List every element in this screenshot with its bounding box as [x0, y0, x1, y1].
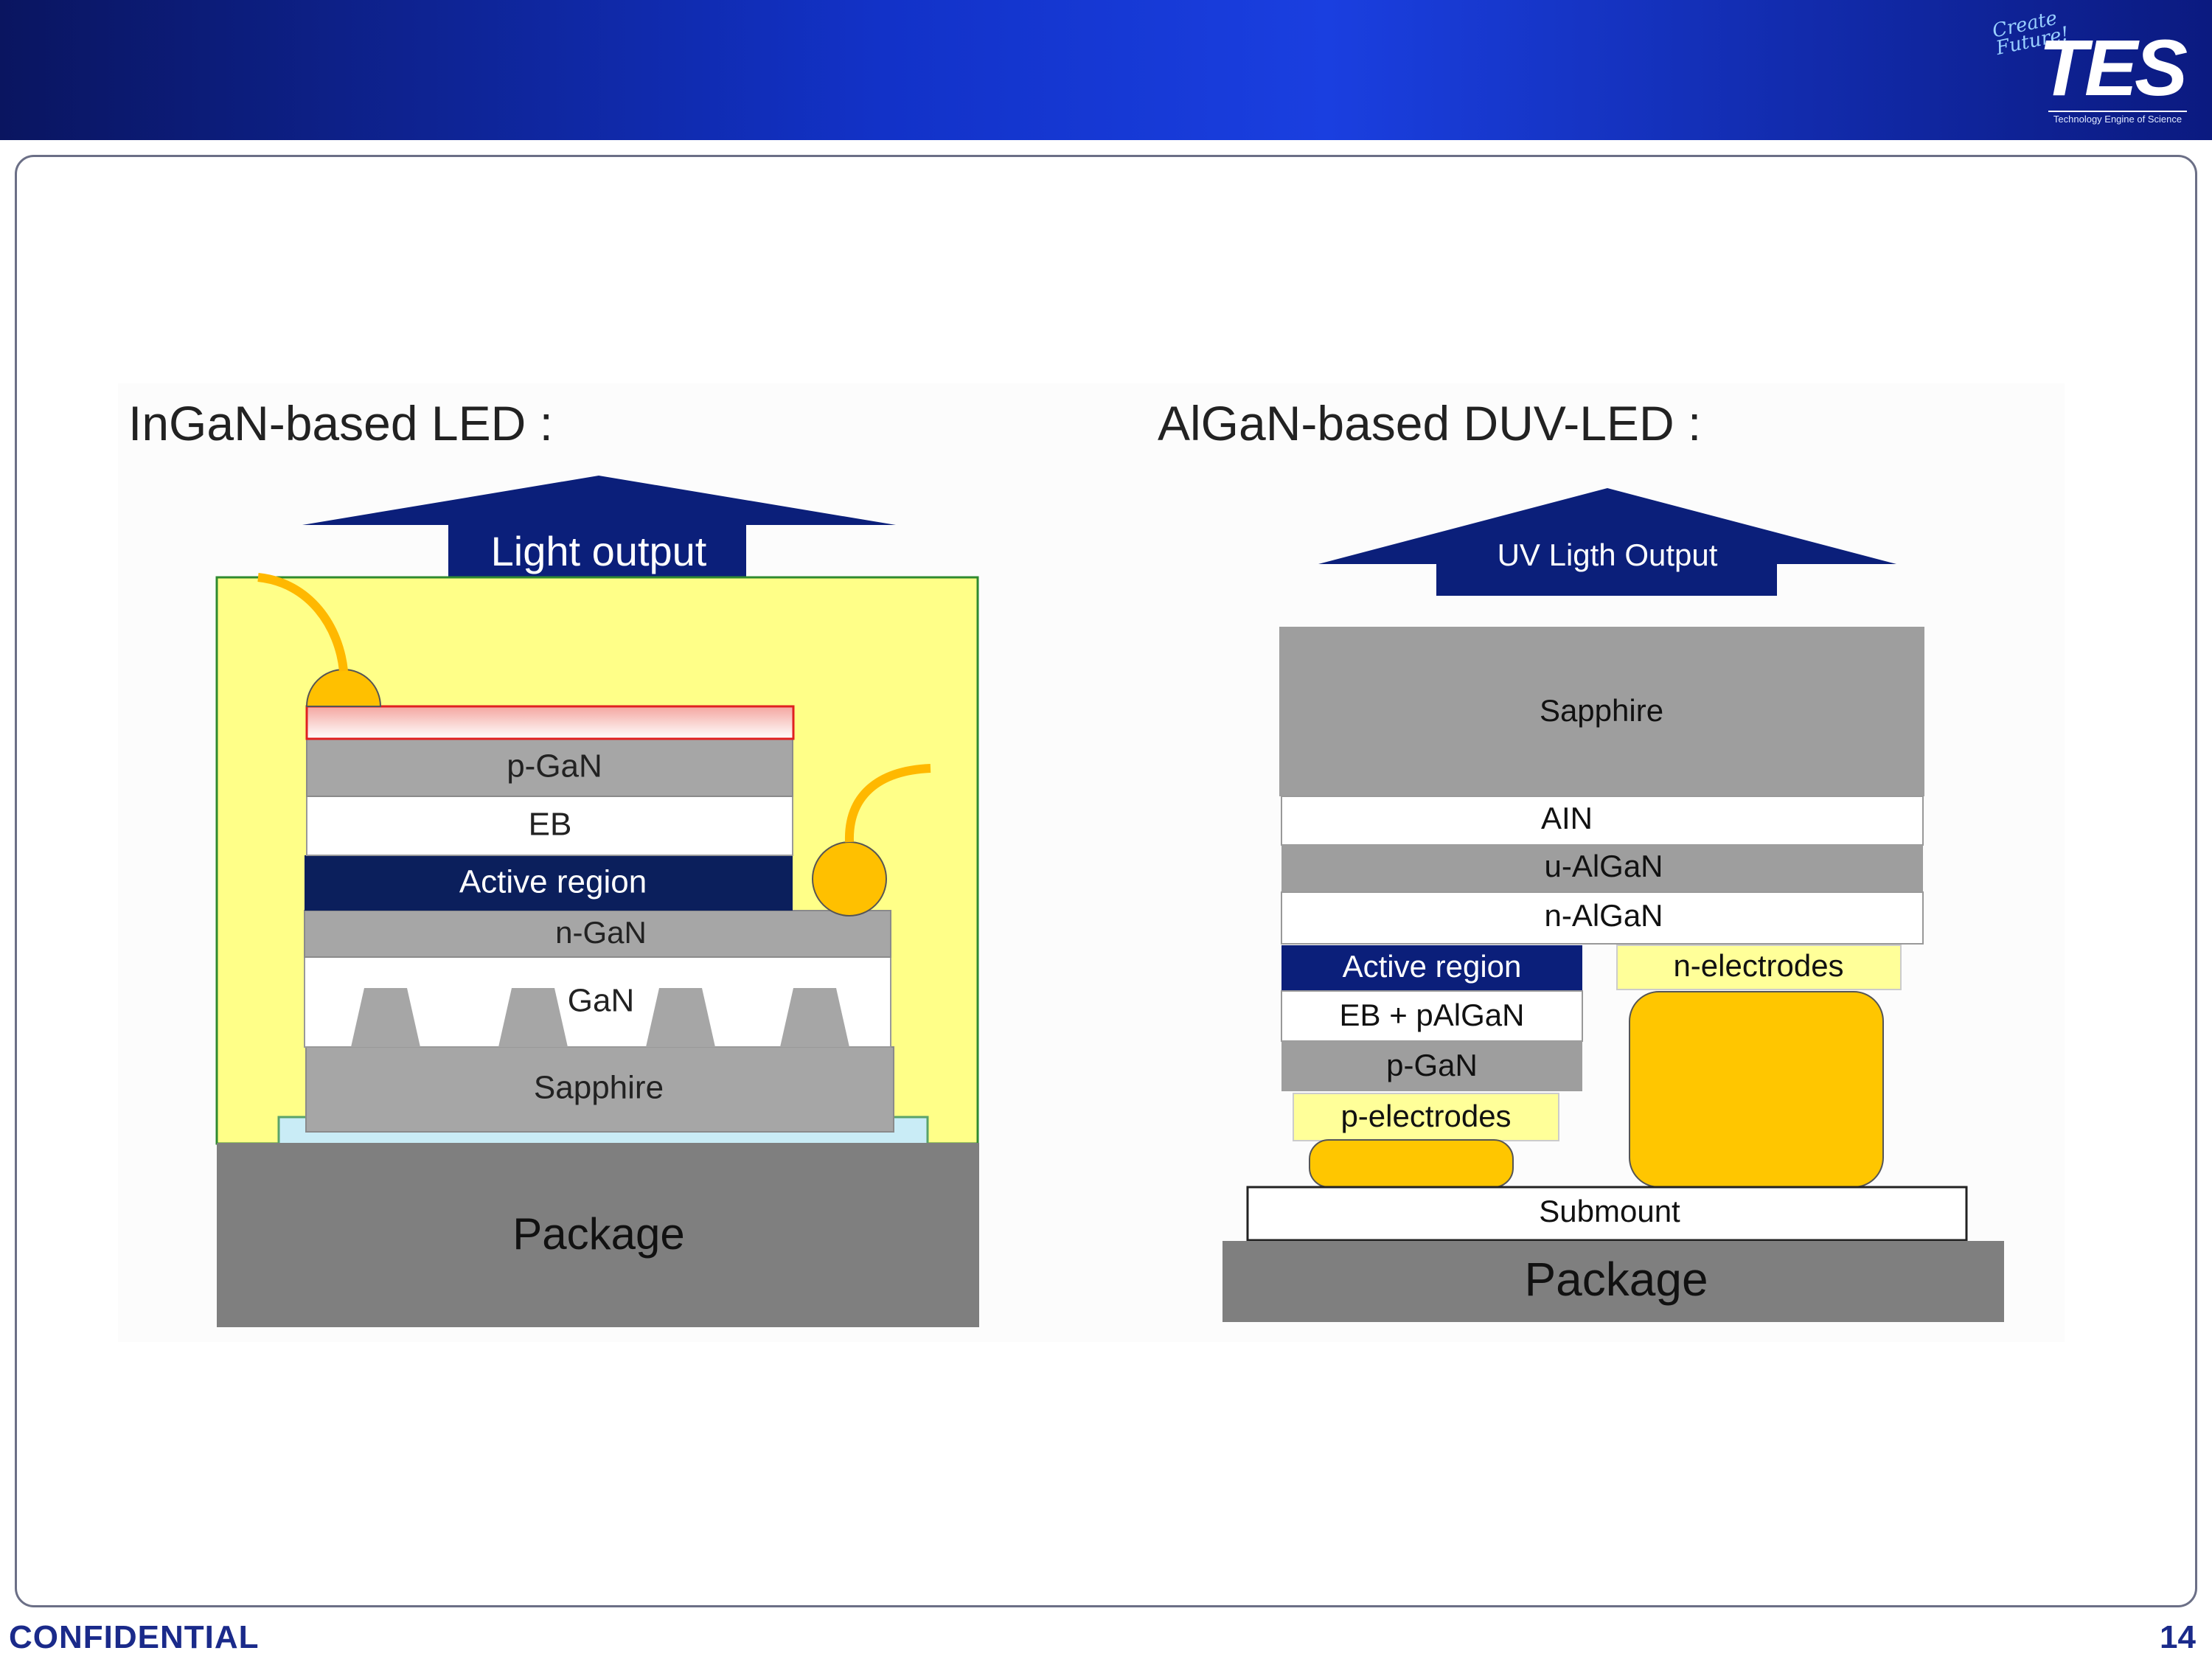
p-contact-layer [305, 705, 795, 740]
n-electrodes-label: n-electrodes [1673, 948, 1843, 983]
eb-palgan-layer [1281, 990, 1583, 1042]
eb-label: EB [529, 807, 572, 843]
package-label: Package [512, 1209, 685, 1259]
n-bond-wire [844, 764, 931, 843]
n-bump [1629, 991, 1884, 1188]
pss-bump [351, 988, 420, 1047]
submount-layer [1246, 1186, 1968, 1242]
sapphire-substrate [1279, 627, 1924, 796]
package-block [217, 1143, 979, 1327]
logo-tes: TES [2039, 23, 2188, 112]
active-region-duv [1281, 945, 1582, 991]
sapphire-layer [305, 1046, 894, 1133]
uv-output-label: UV Ligth Output [1498, 538, 1718, 572]
pss-bump [780, 988, 849, 1047]
p-gan-duv-label: p-GaN [1386, 1048, 1478, 1082]
right-diagram-title: AlGaN-based DUV-LED : [1158, 396, 1702, 451]
ingan-led-diagram: Light output Package Sapphire GaN n-GaN … [215, 476, 979, 1327]
sapphire-substrate-label: Sapphire [1540, 693, 1663, 728]
light-output-label: Light output [491, 528, 707, 574]
gan-label: GaN [568, 983, 634, 1019]
ain-label: AIN [1541, 801, 1593, 835]
eb-layer [306, 796, 793, 856]
n-algan-layer [1281, 891, 1924, 945]
eb-palgan-label: EB + pAlGaN [1340, 998, 1525, 1032]
pss-bump [646, 988, 715, 1047]
n-electrodes-layer [1616, 945, 1902, 990]
p-gan-layer [306, 738, 793, 797]
logo-tagline: Technology Engine of Science [2048, 111, 2187, 125]
uv-output-arrow [1318, 488, 1896, 596]
active-region-duv-label: Active region [1343, 949, 1522, 984]
active-region-label: Active region [459, 864, 647, 900]
sapphire-label: Sapphire [534, 1070, 664, 1106]
package-duv-label: Package [1524, 1253, 1708, 1306]
n-algan-label: n-AlGaN [1544, 898, 1663, 933]
p-bump [1309, 1139, 1514, 1188]
p-bond-wire [257, 573, 348, 672]
light-output-arrow [302, 476, 896, 577]
page-number: 14 [2160, 1619, 2196, 1655]
p-electrodes-layer [1293, 1093, 1559, 1141]
u-algan-layer [1281, 845, 1923, 892]
pss-bump [498, 988, 568, 1047]
left-diagram-title: InGaN-based LED : [128, 396, 553, 451]
confidential-label: CONFIDENTIAL [9, 1619, 260, 1655]
p-gan-label: p-GaN [507, 748, 602, 785]
p-electrodes-label: p-electrodes [1340, 1099, 1511, 1133]
algan-duv-led-diagram: UV Ligth Output Sapphire AIN u-AlGaN n-A… [1222, 488, 2004, 1322]
n-bond-pad [812, 841, 887, 917]
ain-layer [1281, 796, 1924, 846]
u-algan-label: u-AlGaN [1544, 849, 1663, 883]
package-duv-block [1222, 1241, 2004, 1322]
header-bar [0, 0, 2212, 140]
n-gan-layer [304, 910, 891, 958]
n-gan-label: n-GaN [555, 915, 647, 950]
active-region-layer [305, 855, 793, 911]
p-gan-duv-layer [1281, 1041, 1582, 1091]
submount-label: Submount [1539, 1194, 1680, 1228]
